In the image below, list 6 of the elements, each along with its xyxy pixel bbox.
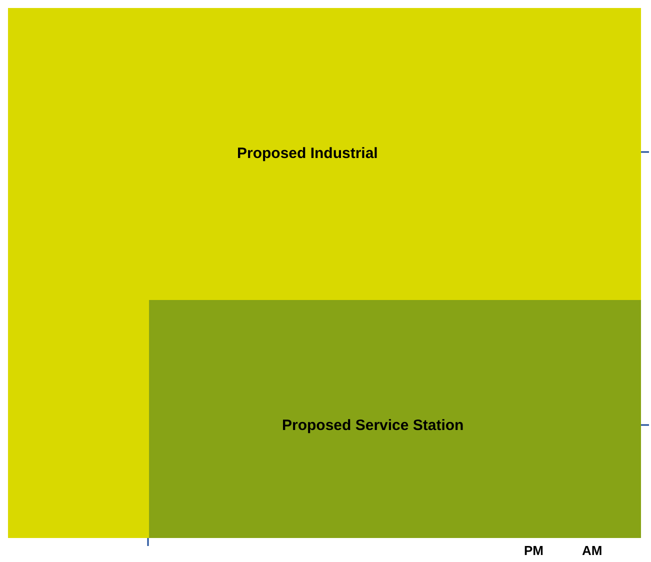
zone-label: Proposed Industrial: [237, 145, 378, 162]
period-label: AM: [582, 543, 602, 558]
zone-area: [8, 8, 641, 538]
period-label: PM: [524, 543, 544, 558]
zone-label: Proposed Service Station: [282, 417, 464, 434]
zone-area: [149, 300, 641, 538]
